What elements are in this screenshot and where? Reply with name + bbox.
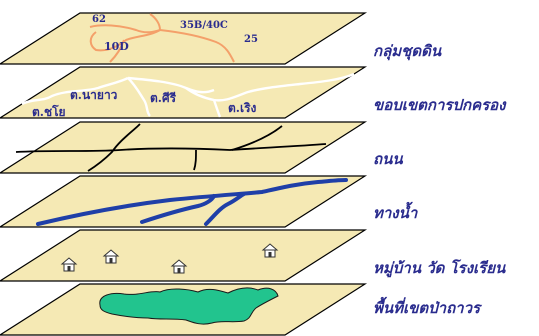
admin-boundary — [212, 99, 222, 118]
layer-forest — [0, 283, 368, 336]
layer-admin: ต.นายาว ต.ศีรี ต.ชโย ต.เริง — [0, 66, 368, 119]
house-icon — [60, 257, 78, 272]
house-icon — [102, 249, 120, 264]
layer-label-roads: ถนน — [373, 150, 403, 168]
district-label: ต.ศีรี — [150, 91, 177, 105]
layer-water — [0, 175, 368, 228]
soil-boundary — [149, 13, 161, 31]
layer-label-villages: หมู่บ้าน วัด โรงเรียน — [373, 259, 506, 277]
layer-label-soil-groups: กลุ่มชุดดิน — [373, 42, 442, 60]
house-icon — [261, 243, 279, 258]
soil-unit-label: 35B/40C — [180, 20, 228, 31]
district-label: ต.เริง — [228, 101, 257, 115]
layer-plane — [0, 229, 368, 282]
layer-villages — [0, 229, 368, 282]
district-label: ต.ชโย — [32, 104, 66, 119]
soil-boundary — [89, 29, 161, 52]
layer-soil: 62 35B/40C 10D 25 — [0, 12, 368, 65]
soil-boundary — [159, 29, 235, 63]
road — [15, 143, 327, 153]
soil-boundary — [109, 39, 125, 63]
admin-boundary — [21, 76, 129, 106]
river-branch — [140, 194, 216, 224]
layer-label-forest: พื้นที่เขตป่าถาวร — [373, 299, 481, 317]
road — [231, 125, 283, 151]
admin-boundary — [127, 77, 151, 117]
layer-label-admin-boundary: ขอบเขตการปกครอง — [373, 96, 506, 114]
house-icon — [170, 259, 188, 274]
river-main — [36, 178, 348, 226]
soil-unit-label: 62 — [92, 14, 106, 25]
district-label: ต.นายาว — [70, 88, 118, 102]
layer-roads — [0, 121, 368, 174]
soil-unit-label: 10D — [104, 40, 129, 53]
forest-area — [99, 287, 279, 325]
layer-plane — [0, 121, 368, 174]
soil-unit-label: 25 — [244, 34, 258, 45]
river-branch — [204, 192, 246, 226]
admin-boundary — [185, 72, 355, 102]
layer-label-waterways: ทางน้ำ — [373, 204, 418, 222]
road — [193, 149, 197, 171]
road — [87, 123, 141, 172]
